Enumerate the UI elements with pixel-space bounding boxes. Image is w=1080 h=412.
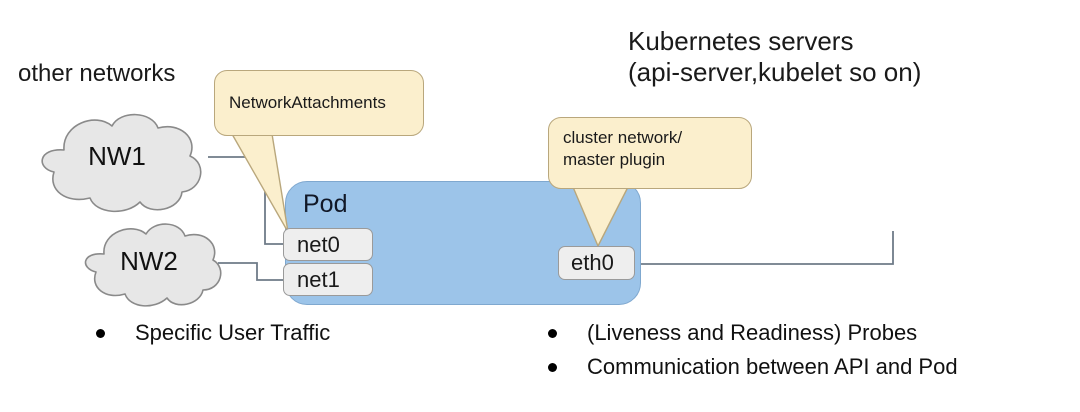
interface-net0[interactable]: net0 bbox=[283, 228, 373, 261]
cloud-nw2-label: NW2 bbox=[120, 246, 178, 276]
callout-network-attachments: NetworkAttachments bbox=[214, 70, 424, 136]
bullet-label: Specific User Traffic bbox=[135, 320, 331, 345]
bullet-dot-icon bbox=[548, 362, 557, 372]
cloud-nw1: NW1 bbox=[22, 108, 212, 218]
bullet-dot-icon bbox=[548, 328, 557, 338]
kubernetes-servers-title: Kubernetes servers (api-server,kubelet s… bbox=[628, 26, 922, 87]
interface-net1[interactable]: net1 bbox=[283, 263, 373, 296]
bullet-item: Specific User Traffic bbox=[96, 318, 330, 348]
other-networks-label: other networks bbox=[18, 60, 176, 87]
callout-cluster-network: cluster network/ master plugin bbox=[548, 117, 752, 189]
bullet-label: (Liveness and Readiness) Probes bbox=[587, 320, 918, 345]
cloud-nw2-shape bbox=[84, 223, 222, 307]
connector-nw2-to-net1 bbox=[218, 262, 286, 281]
interface-eth0[interactable]: eth0 bbox=[558, 246, 635, 280]
bullet-item: (Liveness and Readiness) Probes bbox=[548, 318, 958, 348]
cloud-nw1-shape bbox=[41, 113, 202, 213]
bullet-item: Communication between API and Pod bbox=[548, 352, 958, 382]
pod-label: Pod bbox=[303, 190, 348, 218]
callout-tail-network-attachments bbox=[231, 133, 289, 233]
cloud-nw2: NW2 bbox=[70, 218, 228, 310]
cloud-nw1-label: NW1 bbox=[88, 141, 146, 171]
bullet-label: Communication between API and Pod bbox=[587, 354, 958, 379]
bullets-left: Specific User Traffic bbox=[96, 318, 330, 348]
connector-eth0-to-k8s-servers bbox=[635, 231, 894, 265]
bullet-dot-icon bbox=[96, 328, 105, 338]
bullets-right: (Liveness and Readiness) Probes Communic… bbox=[548, 318, 958, 386]
